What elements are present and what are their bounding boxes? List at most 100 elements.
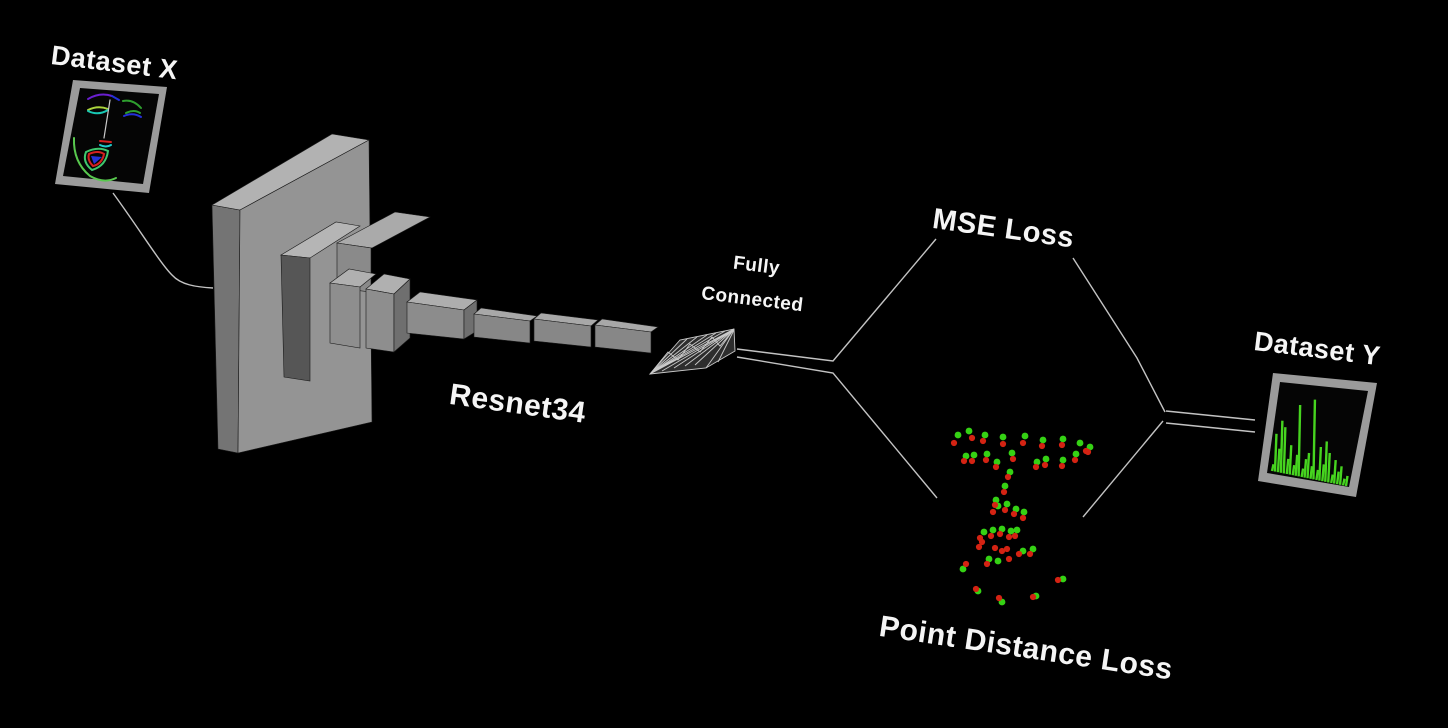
dataset-y-bar: [1318, 446, 1323, 481]
landmark-point-ground_truth: [968, 434, 976, 442]
dataset-y-bar: [1273, 433, 1278, 472]
landmark-point-ground_truth: [950, 439, 958, 447]
landmark-point-ground_truth: [1010, 510, 1018, 518]
dataset-y-bar: [1335, 471, 1340, 485]
landmark-point-ground_truth: [1032, 463, 1040, 471]
landmark-point-predicted: [1072, 450, 1080, 458]
dataset-y-bar: [1338, 466, 1343, 485]
dataset-y-bar: [1303, 459, 1308, 478]
bar2-front-face: [533, 318, 592, 348]
bar1-front-face: [473, 313, 531, 344]
landmark-point-ground_truth: [1038, 442, 1046, 450]
face-right-eye-upper: [125, 110, 141, 114]
face-sketch: [72, 93, 142, 182]
landmark-point-ground_truth: [1084, 448, 1092, 456]
landmark-point-ground_truth: [1009, 455, 1017, 463]
cube1-front-face: [329, 282, 361, 349]
face-left-eye-upper: [87, 106, 109, 111]
landmark-point-ground_truth: [996, 530, 1004, 538]
connector-merge-to-datasety-bottom: [1165, 422, 1256, 433]
landmark-point-predicted: [1059, 456, 1067, 464]
dataset-y-image: [1258, 373, 1377, 497]
face-right-eyebrow: [122, 99, 142, 109]
dataset-y-bar: [1330, 474, 1334, 484]
landmark-point-predicted: [1029, 545, 1037, 553]
landmark-point-ground_truth: [1058, 441, 1066, 449]
landmark-point-ground_truth: [1041, 461, 1049, 469]
landmark-point-predicted: [1059, 575, 1067, 583]
landmark-point-predicted: [981, 431, 989, 439]
dataset-y-bar: [1294, 454, 1299, 476]
face-jaw: [72, 137, 117, 182]
landmark-point-predicted: [1021, 432, 1029, 440]
landmark-point-predicted: [1033, 458, 1041, 466]
landmark-point-ground_truth: [1011, 532, 1019, 540]
landmark-point-ground_truth: [978, 538, 986, 546]
face-left-eye-lower: [87, 109, 109, 115]
bar3-front-face: [594, 324, 652, 354]
landmark-point-predicted: [985, 555, 993, 563]
landmark-point-predicted: [1020, 508, 1028, 516]
connector-datasetx-to-network: [112, 192, 214, 289]
landmark-point-ground_truth: [989, 508, 997, 516]
landmark-point-predicted: [1076, 439, 1084, 447]
landmark-point-predicted: [1003, 500, 1011, 508]
face-right-eye-lower: [123, 113, 142, 118]
landmark-point-ground_truth: [992, 463, 1000, 471]
landmark-point-predicted: [1012, 505, 1020, 513]
fully-connected-fan: [648, 328, 736, 375]
face-nose-line: [103, 99, 111, 139]
cube2-front-face: [365, 288, 395, 353]
landmark-point-predicted: [1059, 435, 1067, 443]
landmark-point-predicted: [1006, 468, 1014, 476]
landmark-point-ground_truth: [972, 585, 980, 593]
landmark-point-predicted: [994, 557, 1002, 565]
landmark-point-ground_truth: [1019, 514, 1027, 522]
face-mouth-outer: [83, 147, 110, 172]
landmark-point-ground_truth: [1029, 593, 1037, 601]
landmark-point-ground_truth: [999, 440, 1007, 448]
connector-lines: [112, 192, 1256, 518]
landmark-point-ground_truth: [1019, 439, 1027, 447]
landmark-point-ground_truth: [1071, 456, 1079, 464]
landmark-point-predicted: [1013, 526, 1021, 534]
landmark-point-ground_truth: [1058, 462, 1066, 470]
landmark-point-ground_truth: [975, 543, 983, 551]
landmark-point-predicted: [1039, 436, 1047, 444]
dataset-x-frame-inner: [63, 88, 159, 184]
landmark-point-predicted: [962, 452, 970, 460]
landmark-point-predicted: [954, 431, 962, 439]
connector-fc-output-bottom: [736, 356, 938, 499]
point-cloud: [950, 427, 1094, 606]
cube2-side-face: [393, 278, 411, 353]
landmark-point-ground_truth: [1004, 473, 1012, 481]
connector-fc-output-top: [736, 238, 937, 362]
dataset-y-bar: [1297, 404, 1302, 477]
dataset-y-bar: [1276, 448, 1281, 473]
dataset-y-bar: [1288, 445, 1293, 475]
landmark-point-ground_truth: [1005, 533, 1013, 541]
dataset-y-frame-inner: [1267, 382, 1368, 487]
landmark-point-ground_truth: [995, 594, 1003, 602]
landmark-point-ground_truth: [979, 437, 987, 445]
landmark-point-predicted: [980, 528, 988, 536]
landmark-point-predicted: [992, 496, 1000, 504]
connector-pointcloud-to-merge: [1082, 420, 1164, 518]
dataset-y-bar: [1344, 475, 1349, 487]
dataset-y-bar: [1285, 458, 1290, 475]
landmark-point-ground_truth: [998, 547, 1006, 555]
landmark-point-ground_truth: [968, 457, 976, 465]
dataset-y-bar: [1312, 399, 1317, 480]
face-left-eyebrow: [87, 93, 113, 100]
resnet-blocks: [211, 133, 659, 454]
landmark-point-ground_truth: [1015, 550, 1023, 558]
dataset-y-bar: [1309, 466, 1314, 479]
dataset-y-bar: [1291, 464, 1296, 476]
dataset-y-bar: [1306, 452, 1311, 479]
face-nostril-red: [99, 140, 112, 143]
fan-zigzag: [649, 328, 735, 375]
face-nostril-cyan: [99, 144, 112, 148]
dataset-y-bar: [1324, 441, 1328, 482]
dataset-y-bar: [1300, 468, 1305, 478]
landmark-point-ground_truth: [982, 456, 990, 464]
